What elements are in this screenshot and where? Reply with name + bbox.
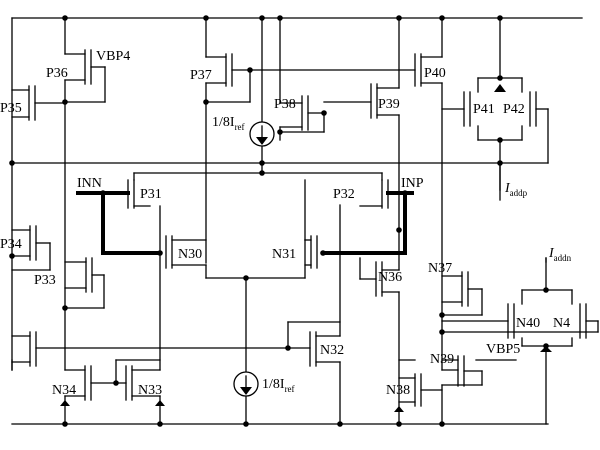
n32-transistor [11, 204, 341, 425]
p32-transistor [359, 172, 389, 209]
label-n30: N30 [178, 247, 202, 262]
n34-n33-pair [60, 205, 165, 425]
label-vbp4: VBP4 [96, 49, 130, 64]
n37-transistor [441, 271, 483, 316]
label-p41: P41 [473, 102, 495, 117]
label-n32: N32 [320, 343, 344, 358]
label-source-bottom: 1/8Iref [262, 377, 295, 394]
p39-transistor [323, 17, 400, 271]
label-p36: P36 [46, 66, 68, 81]
n31-transistor [304, 179, 318, 279]
p33-transistor [64, 257, 105, 309]
junction-dots [9, 15, 549, 427]
label-inn: INN [77, 176, 102, 191]
p36-transistor [64, 17, 106, 371]
label-source-top: 1/8Iref [212, 115, 245, 132]
n39-transistor [441, 355, 517, 425]
label-n38: N38 [386, 383, 410, 398]
label-vbp5: VBP5 [486, 342, 520, 357]
label-n39: N39 [430, 352, 454, 367]
label-p34: P34 [0, 237, 22, 252]
n30-transistor [165, 235, 306, 279]
label-n34: N34 [52, 383, 76, 398]
label-p42: P42 [503, 102, 525, 117]
p35-transistor [11, 85, 66, 121]
top-current-source-branch [249, 17, 275, 174]
label-n36: N36 [378, 270, 402, 285]
label-i-addn: Iaddn [548, 246, 572, 263]
label-p39: P39 [378, 97, 400, 112]
label-p32: P32 [333, 187, 355, 202]
p40-transistor [414, 17, 443, 371]
n38-transistor [394, 359, 443, 412]
p38-transistor [279, 17, 325, 141]
label-i-addp: Iaddp [504, 181, 528, 198]
label-p35: P35 [0, 101, 22, 116]
power-rails [11, 17, 583, 425]
p37-transistor [205, 17, 416, 264]
p34-transistor [11, 225, 51, 271]
label-n33: N33 [138, 383, 162, 398]
label-n40: N40 [516, 316, 540, 331]
label-n31: N31 [272, 247, 296, 262]
label-p37: P37 [190, 68, 212, 83]
label-inp: INP [401, 176, 424, 191]
n40-n41-block [441, 257, 599, 425]
label-p38: P38 [274, 97, 296, 112]
input-traces [76, 191, 414, 255]
label-p40: P40 [424, 66, 446, 81]
label-n41: N4 [553, 316, 570, 331]
p41-p42-block [441, 17, 549, 201]
label-n37: N37 [428, 261, 452, 276]
label-p31: P31 [140, 187, 162, 202]
label-p33: P33 [34, 273, 56, 288]
bottom-current-source-branch [233, 277, 259, 425]
device-labels: VBP4 P36 P35 P37 P40 P38 P39 P41 P42 INN… [0, 49, 572, 398]
